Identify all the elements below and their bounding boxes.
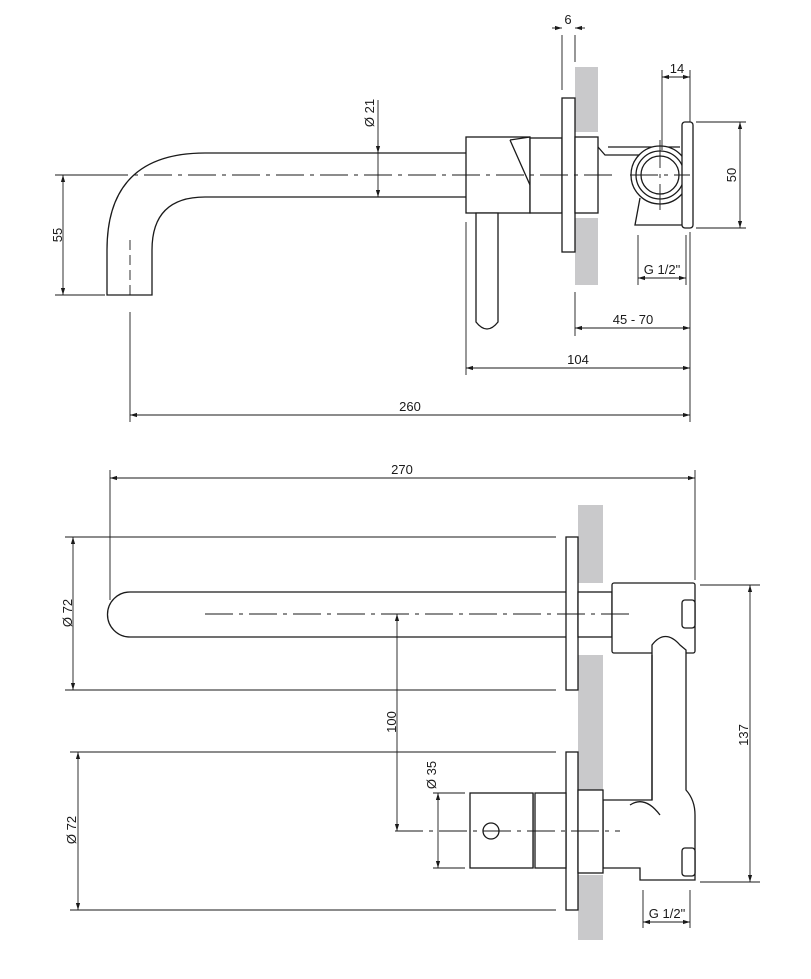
handle bbox=[469, 792, 534, 869]
top-view: 6 14 50 Ø 21 55 G 1/2" 45 - 70 104 260 bbox=[50, 12, 746, 422]
centerline bbox=[205, 613, 630, 832]
body-sleeve bbox=[529, 137, 563, 214]
spout bbox=[106, 152, 466, 296]
dim-body-label: 104 bbox=[567, 352, 589, 367]
centerline bbox=[100, 140, 690, 210]
cover-plate-top bbox=[565, 536, 579, 691]
dim-height-label: 137 bbox=[736, 724, 751, 746]
dim-spacing-label: 100 bbox=[384, 711, 399, 733]
wall-section bbox=[578, 655, 603, 790]
wall-section bbox=[578, 875, 603, 940]
dim-plate-top-label: Ø 72 bbox=[60, 599, 75, 627]
dim-offset-label: 14 bbox=[670, 61, 684, 76]
dim-flange-label: 6 bbox=[564, 12, 571, 27]
lever-handle bbox=[475, 212, 499, 330]
connector-nut bbox=[681, 599, 696, 629]
spout bbox=[106, 591, 566, 638]
connector-nut bbox=[681, 847, 696, 877]
wall-section bbox=[578, 505, 603, 583]
front-view: 270 Ø 72 100 137 Ø 72 Ø 35 G 1/2" bbox=[60, 462, 760, 940]
dim-height-label: 50 bbox=[724, 168, 739, 182]
handle-sleeve bbox=[534, 792, 567, 869]
dim-total-label: 270 bbox=[391, 462, 413, 477]
wall-section bbox=[575, 67, 598, 132]
dim-wall-depth-label: 45 - 70 bbox=[613, 312, 653, 327]
dim-spout-diameter-label: Ø 21 bbox=[362, 99, 377, 127]
valve-body bbox=[602, 635, 696, 881]
dim-thread-label: G 1/2" bbox=[644, 262, 681, 277]
wall-section bbox=[575, 218, 598, 285]
dim-thread-label: G 1/2" bbox=[649, 906, 686, 921]
dim-plate-bottom-label: Ø 72 bbox=[64, 816, 79, 844]
dim-total-label: 260 bbox=[399, 399, 421, 414]
dim-spout-drop-label: 55 bbox=[50, 228, 65, 242]
dim-handle-diameter-label: Ø 35 bbox=[424, 761, 439, 789]
